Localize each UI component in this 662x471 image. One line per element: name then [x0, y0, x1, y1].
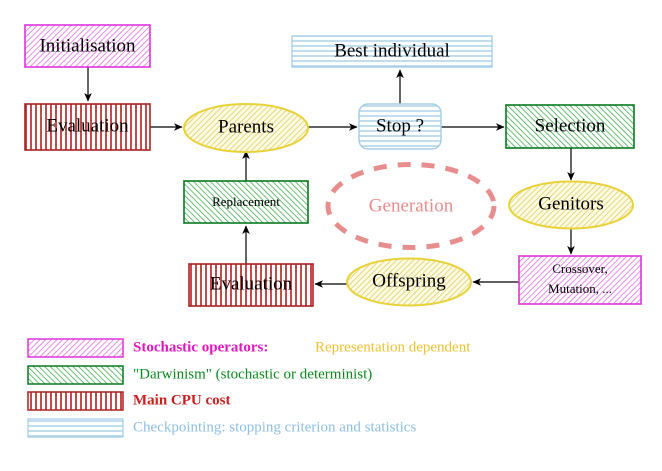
evaluation-bottom-label: Evaluation: [210, 273, 293, 294]
legend-swatch-green-diag: [27, 365, 124, 385]
legend-label-main-cpu-cost: Main CPU cost: [133, 392, 231, 408]
node-selection[interactable]: Selection: [505, 104, 635, 149]
generation-dashed-ellipse: [325, 162, 497, 250]
legend-row-stochastic-operators: Stochastic operators: Representation dep…: [27, 338, 471, 358]
evaluation-top-label: Evaluation: [46, 115, 129, 136]
parents-label: Parents: [218, 116, 274, 137]
node-genitors[interactable]: Genitors: [508, 180, 634, 230]
node-replacement[interactable]: Replacement: [183, 180, 309, 224]
node-crossover-mutation[interactable]: Crossover, Mutation, ...: [518, 255, 642, 305]
stop-box[interactable]: [358, 103, 442, 150]
legend-label-checkpointing: Checkpointing: stopping criterion and st…: [133, 419, 416, 435]
legend: Stochastic operators: Representation dep…: [27, 338, 471, 438]
genitors-label: Genitors: [538, 193, 603, 214]
legend-swatch-red-vert: [27, 391, 124, 411]
node-best-individual[interactable]: Best individual: [291, 35, 493, 68]
crossover-box[interactable]: [518, 255, 642, 305]
evaluation-top-box[interactable]: [24, 103, 151, 151]
best-individual-label: Best individual: [334, 40, 450, 61]
replacement-box[interactable]: [183, 180, 309, 224]
legend-label-representation-dependent: Representation dependent: [315, 339, 471, 355]
legend-swatch-magenta-diag: [27, 338, 124, 358]
selection-box[interactable]: [505, 104, 635, 149]
stop-label: Stop ?: [376, 115, 424, 136]
selection-label: Selection: [535, 115, 606, 136]
replacement-label: Replacement: [212, 194, 280, 209]
node-evaluation-bottom[interactable]: Evaluation: [188, 263, 314, 307]
parents-ellipse[interactable]: [183, 103, 309, 153]
crossover-label-line1: Crossover,: [552, 261, 607, 276]
legend-label-darwinism: "Darwinism" (stochastic or determinist): [133, 366, 372, 382]
best-individual-box[interactable]: [291, 35, 493, 68]
generation-label: Generation: [369, 195, 454, 216]
node-stop[interactable]: Stop ?: [358, 103, 442, 150]
legend-row-checkpointing: Checkpointing: stopping criterion and st…: [27, 418, 416, 438]
legend-row-main-cpu-cost: Main CPU cost: [27, 391, 231, 411]
initialisation-label: Initialisation: [39, 35, 136, 56]
legend-row-darwinism: "Darwinism" (stochastic or determinist): [27, 365, 372, 385]
crossover-label-line2: Mutation, ...: [548, 281, 612, 296]
initialisation-box[interactable]: [24, 24, 151, 68]
legend-label-stochastic-operators: Stochastic operators:: [133, 339, 268, 355]
genitors-ellipse[interactable]: [508, 180, 634, 230]
node-generation-annotation: Generation: [325, 162, 497, 250]
node-evaluation-top[interactable]: Evaluation: [24, 103, 151, 151]
diagram-edges: [84, 67, 575, 288]
node-parents[interactable]: Parents: [183, 103, 309, 153]
offspring-ellipse[interactable]: [346, 257, 472, 307]
node-initialisation[interactable]: Initialisation: [24, 24, 151, 68]
node-offspring[interactable]: Offspring: [346, 257, 472, 307]
offspring-label: Offspring: [372, 270, 446, 291]
legend-swatch-blue-horiz: [27, 418, 124, 438]
evaluation-bottom-box[interactable]: [188, 263, 314, 307]
